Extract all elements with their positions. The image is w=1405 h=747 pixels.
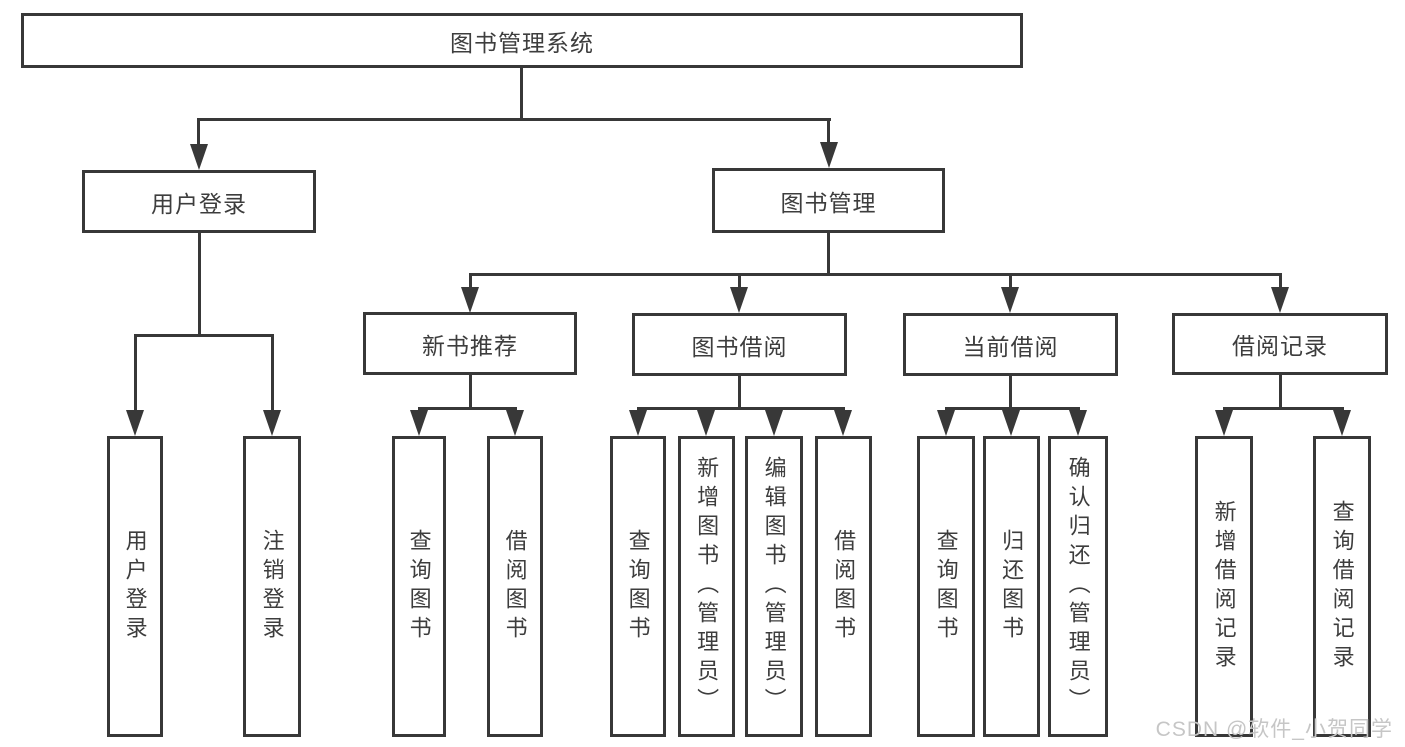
connector-book-management-stem [827, 233, 830, 275]
arrowhead-down [461, 287, 479, 313]
connector-new-book-stem [469, 375, 472, 409]
node-new-book-recommendation: 新书推荐 [363, 312, 577, 375]
node-label: 新书推荐 [422, 332, 518, 359]
leaf-label: 确认归还（管理员） [1065, 456, 1091, 717]
leaf-label: 查询借阅记录 [1329, 499, 1355, 674]
arrowhead-down [1002, 410, 1020, 436]
connector-user-login-stem [198, 233, 201, 336]
leaf-label: 查询图书 [406, 528, 432, 645]
arrowhead-down [126, 410, 144, 436]
leaf-label: 查询图书 [933, 528, 959, 645]
node-label: 借阅记录 [1232, 333, 1328, 359]
connector-drop-new-book [469, 273, 472, 290]
leaf-label: 新增借阅记录 [1211, 499, 1237, 674]
connector-book-borrowing-stem [738, 376, 741, 409]
arrowhead-down [506, 410, 524, 436]
arrowhead-down [820, 142, 838, 168]
leaf-borrow-books-borrow: 借阅图书 [815, 436, 872, 737]
connector-book-borrowing-split [637, 407, 845, 410]
arrowhead-down [1001, 287, 1019, 313]
node-label: 图书借阅 [691, 333, 788, 360]
leaf-label: 借阅图书 [831, 528, 857, 645]
leaf-user-login: 用户登录 [107, 436, 163, 737]
arrowhead-down [1333, 410, 1351, 436]
arrowhead-down [834, 410, 852, 436]
connector-root-split [197, 118, 831, 121]
node-library-management-system: 图书管理系统 [21, 13, 1023, 68]
arrowhead-down [1069, 410, 1087, 436]
connector-drop-book-borrowing [738, 273, 741, 290]
arrowhead-down [629, 410, 647, 436]
node-book-management: 图书管理 [712, 168, 945, 233]
arrowhead-down [410, 410, 428, 436]
leaf-add-borrow-record: 新增借阅记录 [1195, 436, 1253, 737]
leaf-query-books-newbook: 查询图书 [392, 436, 446, 737]
leaf-confirm-return-admin: 确认归还（管理员） [1048, 436, 1108, 737]
leaf-label: 新增图书（管理员） [694, 456, 720, 717]
arrowhead-down [1215, 410, 1233, 436]
watermark: CSDN @软件_小贺同学 [1155, 718, 1393, 741]
connector-drop-book-management [827, 118, 830, 146]
connector-new-book-split [418, 407, 517, 410]
leaf-label: 借阅图书 [502, 528, 528, 645]
connector-borrowing-records-stem [1279, 375, 1282, 409]
arrowhead-down [765, 410, 783, 436]
connector-drop-user-login [197, 118, 200, 148]
leaf-label: 查询图书 [625, 528, 651, 645]
node-current-borrowing: 当前借阅 [903, 313, 1118, 376]
node-label: 用户登录 [151, 190, 247, 217]
node-user-login: 用户登录 [82, 170, 316, 233]
connector-current-borrowing-split [945, 407, 1080, 410]
connector-drop-leaf-user-login [134, 334, 137, 412]
connector-drop-current-borrowing [1009, 273, 1012, 290]
leaf-query-books-current: 查询图书 [917, 436, 975, 737]
leaf-label: 注销登录 [259, 528, 285, 645]
node-book-borrowing: 图书借阅 [632, 313, 847, 376]
leaf-logout: 注销登录 [243, 436, 301, 737]
connector-user-login-split [134, 334, 274, 337]
leaf-query-borrow-record: 查询借阅记录 [1313, 436, 1371, 737]
connector-drop-leaf-logout [271, 334, 274, 412]
arrowhead-down [190, 144, 208, 170]
connector-drop-borrowing-records [1279, 273, 1282, 290]
arrowhead-down [1271, 287, 1289, 313]
arrowhead-down [730, 287, 748, 313]
arrowhead-down [263, 410, 281, 436]
leaf-label: 编辑图书（管理员） [761, 456, 787, 717]
leaf-add-books-admin: 新增图书（管理员） [678, 436, 735, 737]
node-label: 图书管理系统 [450, 29, 594, 56]
connector-book-management-split [469, 273, 1282, 276]
leaf-return-books: 归还图书 [983, 436, 1040, 737]
connector-borrowing-records-split [1223, 407, 1344, 410]
connector-root-stem [520, 68, 523, 120]
connector-current-borrowing-stem [1009, 376, 1012, 409]
node-label: 图书管理 [780, 189, 877, 216]
leaf-label: 归还图书 [999, 528, 1025, 645]
leaf-query-books-borrow: 查询图书 [610, 436, 666, 737]
arrowhead-down [937, 410, 955, 436]
leaf-edit-books-admin: 编辑图书（管理员） [745, 436, 803, 737]
node-label: 当前借阅 [962, 333, 1059, 360]
arrowhead-down [697, 410, 715, 436]
leaf-borrow-books-newbook: 借阅图书 [487, 436, 543, 737]
node-borrowing-records: 借阅记录 [1172, 313, 1388, 375]
leaf-label: 用户登录 [122, 528, 148, 645]
